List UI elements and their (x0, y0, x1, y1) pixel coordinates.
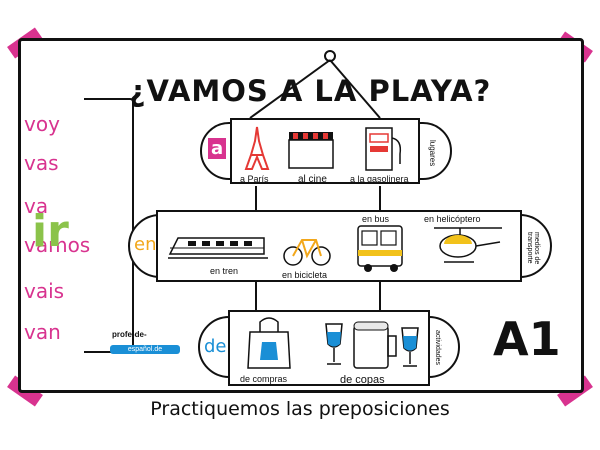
conj-van: van (24, 320, 61, 344)
train-icon (168, 237, 268, 259)
caption-de-compras: de compras (240, 374, 288, 384)
conjugation-list: voy vas va vamos vais van (24, 100, 90, 353)
verb-bracket (84, 98, 134, 353)
prep-a: a (208, 138, 227, 159)
page-subtitle: Practiquemos las preposiciones (150, 398, 450, 420)
caption-a-paris: a París (240, 174, 269, 184)
caption-en-helicoptero: en helicóptero (424, 214, 481, 224)
side-label-actividades: actividades (434, 330, 441, 366)
drinks-icon (325, 321, 419, 369)
logo-badge: español.de (110, 345, 180, 354)
shopping-bag-icon (247, 317, 291, 369)
page-title: ¿VAMOS A LA PLAYA? (128, 74, 492, 108)
caption-en-bus: en bus (362, 214, 390, 224)
conj-vas: vas (24, 151, 59, 175)
prep-en: en (134, 234, 157, 255)
bicycle-icon (283, 239, 331, 266)
logo-text: profe-de- (112, 330, 147, 339)
bus-icon (357, 225, 403, 272)
caption-gasolinera: a la gasolinera (350, 174, 409, 184)
level-badge: A1 (493, 312, 561, 366)
caption-de-copas: de copas (340, 374, 385, 386)
conj-voy: voy (24, 112, 60, 136)
eiffel-tower-icon (244, 126, 270, 170)
conj-vais: vais (24, 279, 65, 303)
clapperboard-icon (288, 132, 334, 169)
caption-en-bicicleta: en bicicleta (282, 270, 328, 280)
verb-ir: ir (32, 206, 69, 257)
side-label-lugares: lugares (428, 139, 437, 167)
helicopter-icon (434, 227, 502, 263)
caption-al-cine: al cine (298, 174, 327, 185)
caption-en-tren: en tren (210, 266, 239, 276)
conj-vamos: vamos (24, 233, 91, 257)
conj-va: va (24, 194, 49, 218)
gas-pump-icon (365, 127, 402, 171)
side-label-transporte: medios de transporte (526, 231, 540, 265)
prep-de: de (204, 336, 227, 357)
